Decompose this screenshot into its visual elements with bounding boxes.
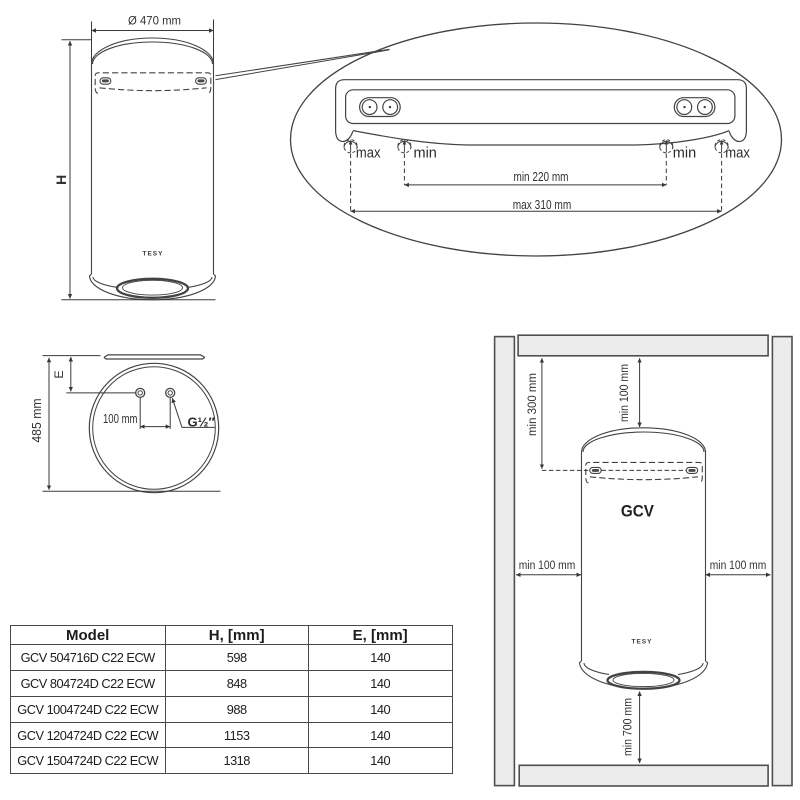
svg-text:max: max xyxy=(725,146,750,162)
svg-text:G½″: G½″ xyxy=(188,414,215,429)
svg-text:min 100 mm: min 100 mm xyxy=(617,364,631,422)
svg-text:max: max xyxy=(356,146,381,162)
svg-text:E: E xyxy=(52,370,66,378)
svg-text:TESY: TESY xyxy=(632,639,653,646)
svg-text:min 700 mm: min 700 mm xyxy=(620,698,634,756)
svg-text:min 220 mm: min 220 mm xyxy=(514,169,569,184)
svg-text:min: min xyxy=(414,146,437,162)
svg-text:Ø 470 mm: Ø 470 mm xyxy=(128,14,181,28)
svg-text:100 mm: 100 mm xyxy=(103,412,138,426)
svg-text:min 100 mm: min 100 mm xyxy=(519,558,576,572)
svg-text:485 mm: 485 mm xyxy=(29,398,44,442)
svg-text:min 300 mm: min 300 mm xyxy=(525,373,539,436)
svg-text:GCV: GCV xyxy=(621,502,654,520)
svg-text:TESY: TESY xyxy=(143,251,164,258)
svg-text:max 310 mm: max 310 mm xyxy=(513,197,572,212)
svg-text:min: min xyxy=(673,146,696,162)
svg-text:min 100 mm: min 100 mm xyxy=(710,558,767,572)
svg-text:H: H xyxy=(53,175,69,185)
